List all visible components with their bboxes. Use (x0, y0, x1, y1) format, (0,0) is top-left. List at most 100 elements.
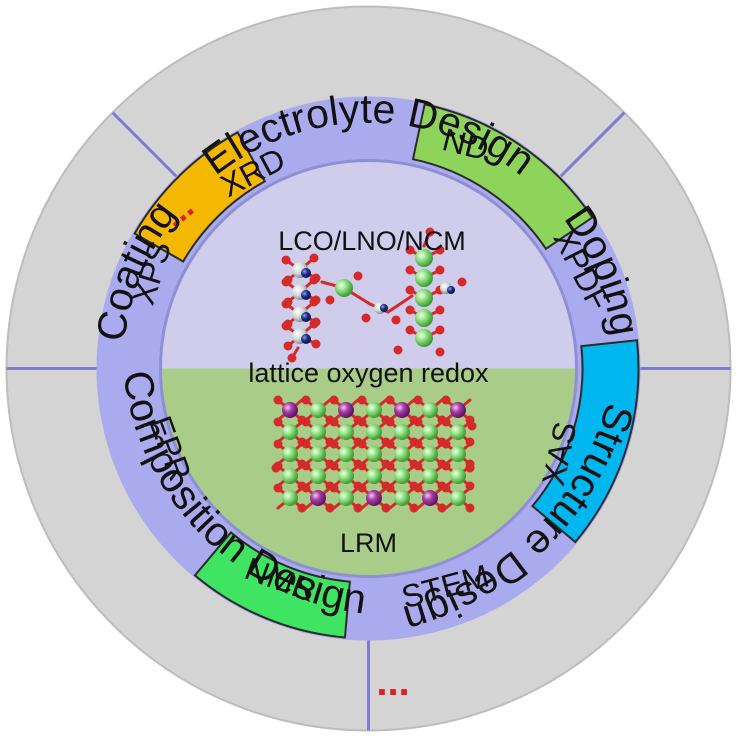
core-bottom-label: LRM (340, 528, 397, 558)
lithium-atom (415, 249, 433, 267)
oxygen-atom (357, 439, 367, 449)
technique-segment-xps (133, 130, 267, 263)
oxygen-atom (441, 461, 451, 471)
oxygen-atom (465, 503, 475, 513)
oxygen-atom (405, 285, 415, 295)
lithium-atom (415, 309, 433, 327)
oxygen-atom (441, 483, 451, 493)
lithium-atom (282, 446, 298, 462)
lithium-atom (282, 490, 298, 506)
lithium-atom (366, 468, 382, 484)
lithium-atom (450, 490, 466, 506)
oxygen-atom (413, 483, 423, 493)
lithium-atom (394, 468, 410, 484)
oxygen-atom (467, 421, 477, 431)
oxygen-atom (385, 483, 395, 493)
oxygen-atom (435, 325, 445, 335)
nickel-atom (380, 304, 388, 312)
oxygen-atom (391, 315, 401, 325)
oxygen-atom (435, 265, 445, 275)
oxygen-atom (361, 313, 371, 323)
oxygen-atom (357, 483, 367, 493)
oxygen-atom (309, 253, 319, 263)
oxygen-atom (465, 463, 475, 473)
oxygen-atom (281, 255, 291, 265)
oxygen-atom (437, 503, 447, 513)
oxygen-atom (441, 395, 451, 405)
nickel-atom (447, 286, 455, 294)
manganese-atom (450, 402, 466, 418)
oxygen-atom (409, 503, 419, 513)
oxygen-atom (311, 339, 321, 349)
lithium-atom (394, 446, 410, 462)
oxygen-atom (425, 227, 435, 237)
nickel-atom (301, 268, 311, 278)
lithium-atom (310, 424, 326, 440)
oxygen-atom (465, 437, 475, 447)
manganese-atom (394, 402, 410, 418)
oxygen-atom (405, 325, 415, 335)
lithium-atom (338, 446, 354, 462)
oxygen-atom (301, 461, 311, 471)
oxygen-atom (301, 417, 311, 427)
lithium-atom (394, 490, 410, 506)
oxygen-atom (413, 395, 423, 405)
lithium-atom (394, 424, 410, 440)
oxygen-atom (385, 395, 395, 405)
lithium-atom (450, 446, 466, 462)
oxygen-atom (413, 461, 423, 471)
oxygen-atom (381, 503, 391, 513)
oxygen-atom (329, 417, 339, 427)
oxygen-atom (385, 439, 395, 449)
oxygen-atom (281, 321, 291, 331)
oxygen-atom (353, 271, 363, 281)
core-top-label: LCO/LNO/NCM (278, 226, 466, 256)
oxygen-atom (301, 439, 311, 449)
oxygen-atom (413, 439, 423, 449)
lithium-atom (415, 289, 433, 307)
lithium-atom (335, 279, 353, 297)
manganese-atom (338, 402, 354, 418)
oxygen-atom (329, 483, 339, 493)
technique-segments (133, 103, 640, 639)
manganese-atom (366, 490, 382, 506)
lithium-atom (422, 446, 438, 462)
oxygen-atom (273, 483, 283, 493)
lithium-atom (282, 468, 298, 484)
lithium-atom (415, 329, 433, 347)
nickel-atom (301, 334, 311, 344)
lithium-atom (366, 402, 382, 418)
oxygen-atom (435, 305, 445, 315)
oxygen-atom (353, 503, 363, 513)
oxygen-atom (301, 395, 311, 405)
oxygen-atom (309, 297, 319, 307)
oxygen-atom (273, 439, 283, 449)
oxygen-atom (385, 461, 395, 471)
oxygen-atom (357, 461, 367, 471)
manganese-atom (310, 490, 326, 506)
oxygen-atom (405, 265, 415, 275)
oxygen-atom (385, 417, 395, 427)
oxygen-atom (405, 245, 415, 255)
strategy-more-ellipsis: ... (376, 660, 409, 704)
oxygen-atom (309, 319, 319, 329)
nickel-atom (301, 312, 311, 322)
oxygen-atom (271, 463, 281, 473)
technique-segment-nd (411, 103, 594, 251)
lithium-atom (422, 402, 438, 418)
core-outline (159, 159, 578, 578)
outer-divider (111, 111, 178, 178)
oxygen-atom (413, 417, 423, 427)
lithium-atom (366, 446, 382, 462)
oxygen-atom (273, 417, 283, 427)
lithium-atom (450, 468, 466, 484)
bond (386, 294, 414, 314)
oxygen-atom (325, 295, 335, 305)
oxygen-atom (281, 299, 291, 309)
technique-segment-xas (531, 339, 640, 544)
outer-ring-dividers (6, 111, 731, 731)
lithium-atom (415, 269, 433, 287)
layered-oxide-structure (281, 227, 467, 363)
oxygen-atom (325, 503, 335, 513)
